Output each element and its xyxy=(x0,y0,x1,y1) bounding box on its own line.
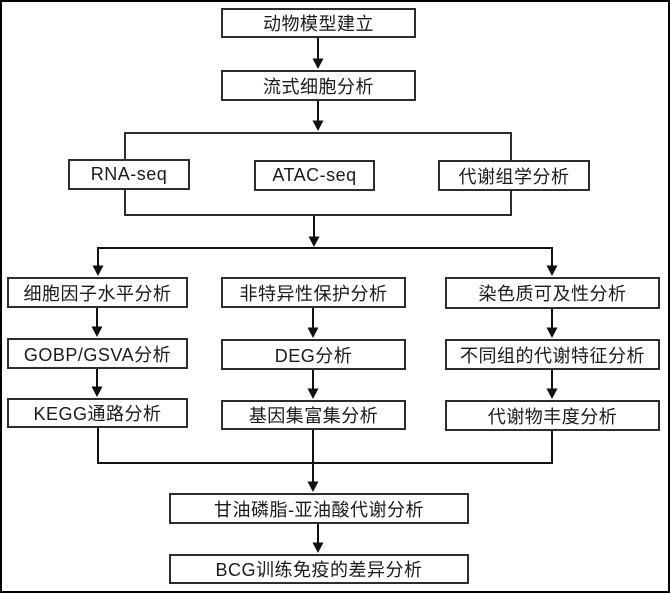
arrowhead-to-chromatin xyxy=(546,265,558,276)
node-nonspecific-protection: 非特异性保护分析 xyxy=(221,277,406,308)
arrowhead-to-bcg xyxy=(312,542,324,553)
arrowhead-to-branch xyxy=(308,236,320,247)
node-atac-seq: ATAC-seq xyxy=(254,160,375,191)
node-chromatin-accessibility: 染色质可及性分析 xyxy=(445,277,660,309)
node-metabolomics: 代谢组学分析 xyxy=(438,160,590,191)
node-bcg-difference: BCG训练免疫的差异分析 xyxy=(169,554,469,584)
node-metabolic-features: 不同组的代谢特征分析 xyxy=(445,339,660,370)
arrowhead-to-glycero xyxy=(307,481,319,492)
arrowhead-to-flow xyxy=(312,58,324,69)
node-cytokine-level: 细胞因子水平分析 xyxy=(7,277,188,308)
arrowhead-to-kegg xyxy=(91,386,103,397)
arrowhead-to-group xyxy=(312,120,324,131)
node-gene-set-enrichment: 基因集富集分析 xyxy=(221,400,406,430)
node-flow-cytometry: 流式细胞分析 xyxy=(221,70,416,101)
node-gobp-gsva: GOBP/GSVA分析 xyxy=(7,338,188,369)
arrowhead-to-features xyxy=(546,327,558,338)
arrowhead-to-gobp xyxy=(91,326,103,337)
node-animal-model: 动物模型建立 xyxy=(221,8,416,38)
node-rna-seq: RNA-seq xyxy=(68,159,190,190)
node-metabolite-abundance: 代谢物丰度分析 xyxy=(445,400,660,431)
node-kegg-pathway: KEGG通路分析 xyxy=(7,398,188,428)
arrowhead-to-cytokine xyxy=(92,265,104,276)
node-deg: DEG分析 xyxy=(221,339,406,370)
arrowhead-to-geneset xyxy=(307,388,319,399)
arrowhead-to-abundance xyxy=(546,388,558,399)
arrowhead-to-deg xyxy=(307,327,319,338)
node-glycerophospholipid: 甘油磷脂-亚油酸代谢分析 xyxy=(169,493,469,524)
